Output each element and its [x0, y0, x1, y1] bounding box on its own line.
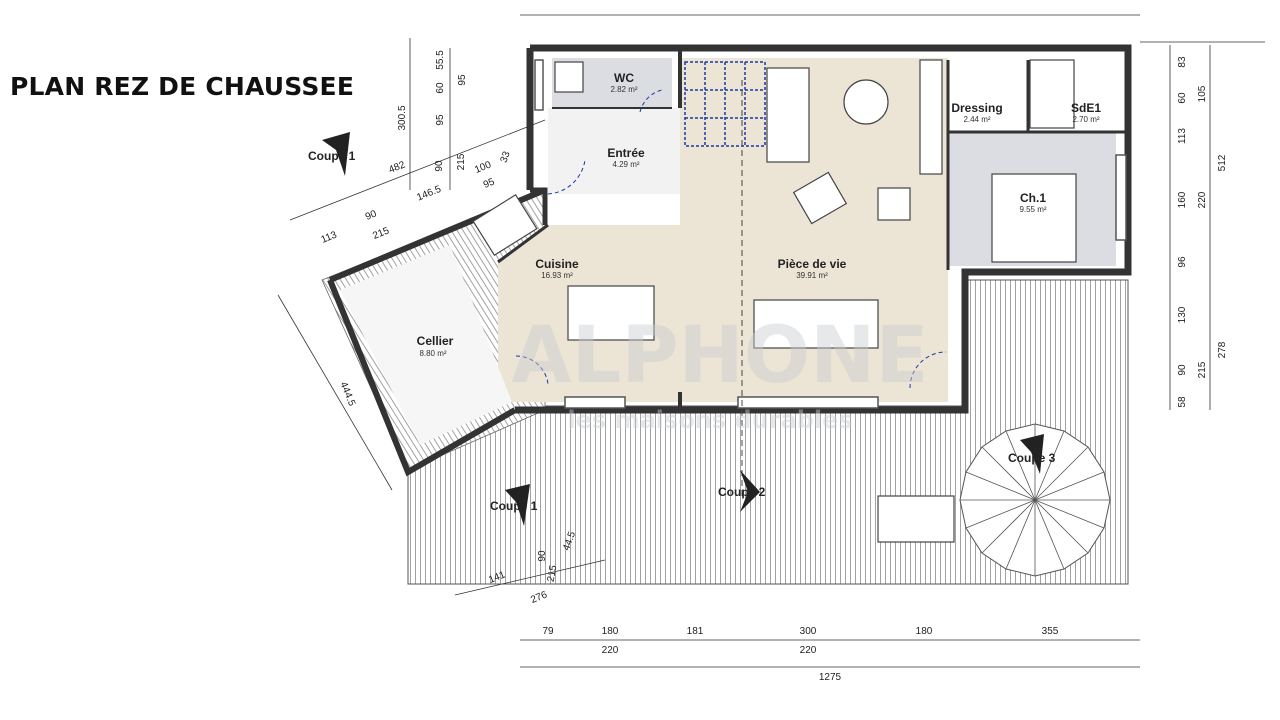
- stair: [684, 61, 766, 147]
- room-name-wc: WC: [614, 71, 634, 85]
- parasol: [959, 423, 1111, 577]
- dim-right-130: 130: [1177, 306, 1188, 323]
- dim-right-83: 83: [1177, 56, 1188, 68]
- room-area-piece: 39.91 m²: [796, 271, 828, 280]
- cut-label-1a: Coupe 1: [308, 149, 356, 163]
- room-name-piece: Pièce de vie: [778, 257, 847, 271]
- room-name-dressing: Dressing: [951, 101, 1002, 115]
- room-name-cuisine: Cuisine: [535, 257, 579, 271]
- dim-left-146-5: 146.5: [415, 184, 443, 204]
- room-area-entree: 4.29 m²: [612, 160, 639, 169]
- dim-left-95c: 95: [482, 176, 497, 191]
- dim-left-100: 100: [473, 159, 493, 176]
- room-area-cellier: 8.80 m²: [419, 349, 446, 358]
- dim-left-55-5: 55.5: [435, 50, 446, 70]
- dim-bottom-total: 1275: [819, 672, 842, 683]
- bottom-dimensions: 79 180 181 300 180 355 220 220 1275: [542, 626, 1058, 683]
- room-name-cellier: Cellier: [417, 334, 454, 348]
- dimension-lines: [277, 14, 1265, 668]
- dim-bl-90: 90: [537, 550, 548, 562]
- furniture: [472, 59, 1077, 543]
- room-area-ch1: 9.55 m²: [1019, 205, 1046, 214]
- dim-right-160: 160: [1177, 191, 1188, 208]
- dim-left-90: 90: [434, 160, 445, 172]
- watermark-tagline: les maisons durables: [567, 406, 852, 434]
- cut-arrow-2: [740, 470, 760, 512]
- dim-right-215: 215: [1197, 361, 1208, 378]
- dim-right-90: 90: [1177, 364, 1188, 376]
- dim-bottom-300: 300: [800, 626, 817, 637]
- cut-label-2: Coupe 2: [718, 485, 766, 499]
- cut-arrow-1b: [505, 484, 530, 526]
- dim-bl-276: 276: [529, 589, 549, 606]
- dim-bottom-220a: 220: [602, 645, 619, 656]
- cut-arrow-1a: [322, 132, 350, 176]
- dim-bottom-355: 355: [1042, 626, 1059, 637]
- entry-floor: [548, 108, 680, 194]
- windows: [534, 59, 1127, 409]
- dim-diag-90: 90: [364, 208, 379, 223]
- dim-diag-215: 215: [371, 225, 391, 242]
- room-area-sde: 2.70 m²: [1072, 115, 1099, 124]
- room-area-dressing: 2.44 m²: [963, 115, 990, 124]
- dim-right-58: 58: [1177, 396, 1188, 408]
- dim-right-113: 113: [1177, 128, 1188, 144]
- dim-left-482: 482: [387, 159, 407, 176]
- dim-right-96: 96: [1177, 256, 1188, 268]
- dim-left-300-5: 300.5: [397, 105, 408, 130]
- dim-bottom-181: 181: [687, 626, 704, 637]
- dim-left-95b: 95: [435, 114, 446, 126]
- room-name-sde: SdE1: [1071, 101, 1101, 115]
- watermark-brand: ALPHONE: [511, 311, 928, 401]
- cut-label-3: Coupe 3: [1008, 451, 1056, 465]
- dim-left-215: 215: [456, 153, 467, 170]
- dim-bottom-180a: 180: [602, 626, 619, 637]
- dim-diag-113: 113: [320, 229, 339, 245]
- room-name-entree: Entrée: [607, 146, 645, 160]
- cut-arrow-3: [1020, 434, 1044, 474]
- dim-bottom-79: 79: [542, 626, 554, 637]
- dim-right-278: 278: [1217, 341, 1228, 358]
- dim-right-220: 220: [1197, 191, 1208, 208]
- dim-bottom-220b: 220: [800, 645, 817, 656]
- dim-left-60: 60: [435, 82, 446, 94]
- dim-bl-215: 215: [546, 564, 560, 583]
- dim-right-512: 512: [1217, 154, 1228, 171]
- dim-right-60: 60: [1177, 92, 1188, 104]
- page-title: PLAN REZ DE CHAUSSEE: [10, 72, 355, 101]
- door-swings: [515, 89, 947, 389]
- right-dimensions: 83 60 105 113 512 160 220 96 130 278 90 …: [1177, 56, 1228, 408]
- room-area-wc: 2.82 m²: [610, 85, 637, 94]
- cut-markers: Coupe 1 Coupe 1 Coupe 2 Coupe 3: [308, 132, 1056, 526]
- room-area-cuisine: 16.93 m²: [541, 271, 573, 280]
- dim-left-95a: 95: [457, 74, 468, 86]
- cut-label-1b: Coupe 1: [490, 499, 538, 513]
- room-labels: WC 2.82 m² Entrée 4.29 m² Cuisine 16.93 …: [417, 71, 1102, 358]
- dim-bottom-180b: 180: [916, 626, 933, 637]
- dim-right-105: 105: [1197, 85, 1208, 102]
- cellar-floor: [340, 245, 512, 445]
- room-name-ch1: Ch.1: [1020, 191, 1046, 205]
- dim-left-side: 444.5: [338, 380, 358, 408]
- dim-left-33: 33: [499, 150, 513, 165]
